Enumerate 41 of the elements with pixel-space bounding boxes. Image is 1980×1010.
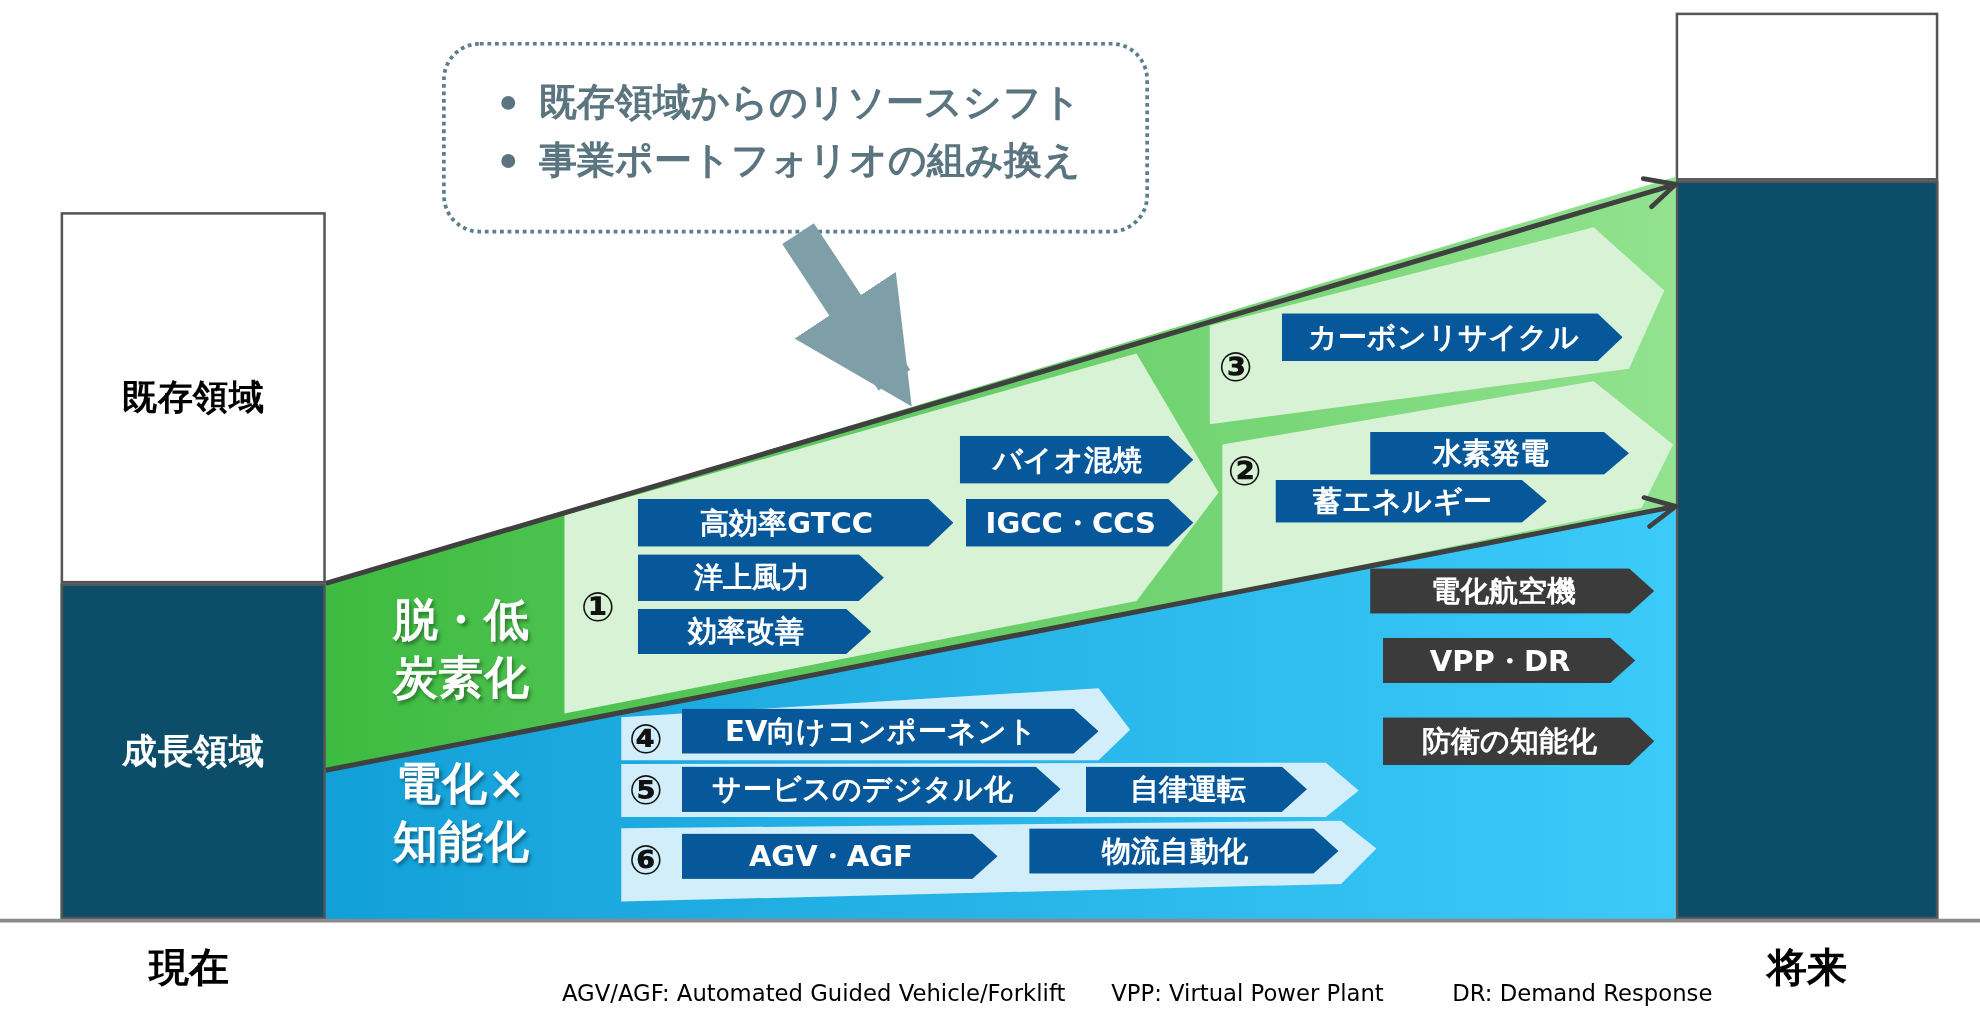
axis-label: 現在 bbox=[149, 942, 230, 994]
arrow-tag: 物流自動化 bbox=[1029, 828, 1339, 874]
arrow-tag: AGV・AGF bbox=[681, 833, 998, 879]
footnote-text: AGV/AGF: Automated Guided Vehicle/Forklift bbox=[561, 979, 1066, 1007]
arrow-tag: VPP・DR bbox=[1382, 637, 1636, 684]
arrow bbox=[782, 223, 912, 407]
group-panel bbox=[621, 688, 1131, 761]
circled-number: ③ bbox=[1218, 343, 1253, 392]
arrow-tag: バイオ混焼 bbox=[959, 435, 1194, 484]
circled-number: ② bbox=[1227, 447, 1262, 495]
group-panel bbox=[621, 820, 1377, 902]
bullet-text: 既存領域からのリソースシフト bbox=[496, 73, 1081, 132]
arrow-tag: 洋上風力 bbox=[637, 554, 884, 602]
band-title: 電化×知能化 bbox=[391, 756, 531, 870]
footnote-text: DR: Demand Response bbox=[1452, 979, 1713, 1007]
circled-number: ① bbox=[580, 583, 616, 632]
arrow-tag: 電化航空機 bbox=[1370, 568, 1655, 614]
bullet-text: 事業ポートフォリオの組み換え bbox=[496, 131, 1081, 190]
bar-segment bbox=[1675, 180, 1939, 920]
arrow bbox=[325, 495, 1679, 773]
circled-number: ⑥ bbox=[628, 835, 664, 884]
band-title: 脱・低炭素化 bbox=[391, 592, 531, 706]
footnote-text: VPP: Virtual Power Plant bbox=[1111, 979, 1384, 1007]
axis-label: 将来 bbox=[1766, 942, 1848, 994]
arrow-tag: サービスのデジタル化 bbox=[681, 766, 1061, 812]
arrow-tag: 効率改善 bbox=[637, 608, 872, 655]
arrow-tag: 自律運転 bbox=[1085, 766, 1307, 812]
arrow-tag: IGCC・CCS bbox=[966, 498, 1194, 547]
arrow-tag: 防衛の知能化 bbox=[1382, 717, 1655, 766]
arrow-tag: カーボンリサイクル bbox=[1281, 313, 1623, 362]
circled-number: ④ bbox=[628, 714, 664, 763]
group-panel bbox=[621, 762, 1359, 817]
arrow-tag: 高効率GTCC bbox=[637, 498, 954, 547]
arrow-tag: EV向けコンポーネント bbox=[681, 708, 1099, 754]
circled-number: ⑤ bbox=[628, 766, 664, 815]
bar-segment: 成長領域 bbox=[60, 583, 326, 920]
arrow-tag: 蓄エネルギー bbox=[1275, 479, 1547, 523]
arrow-tag: 水素発電 bbox=[1370, 431, 1629, 475]
bar-segment bbox=[1675, 12, 1939, 181]
bar-segment: 既存領域 bbox=[60, 212, 326, 584]
arrow bbox=[325, 176, 1679, 586]
